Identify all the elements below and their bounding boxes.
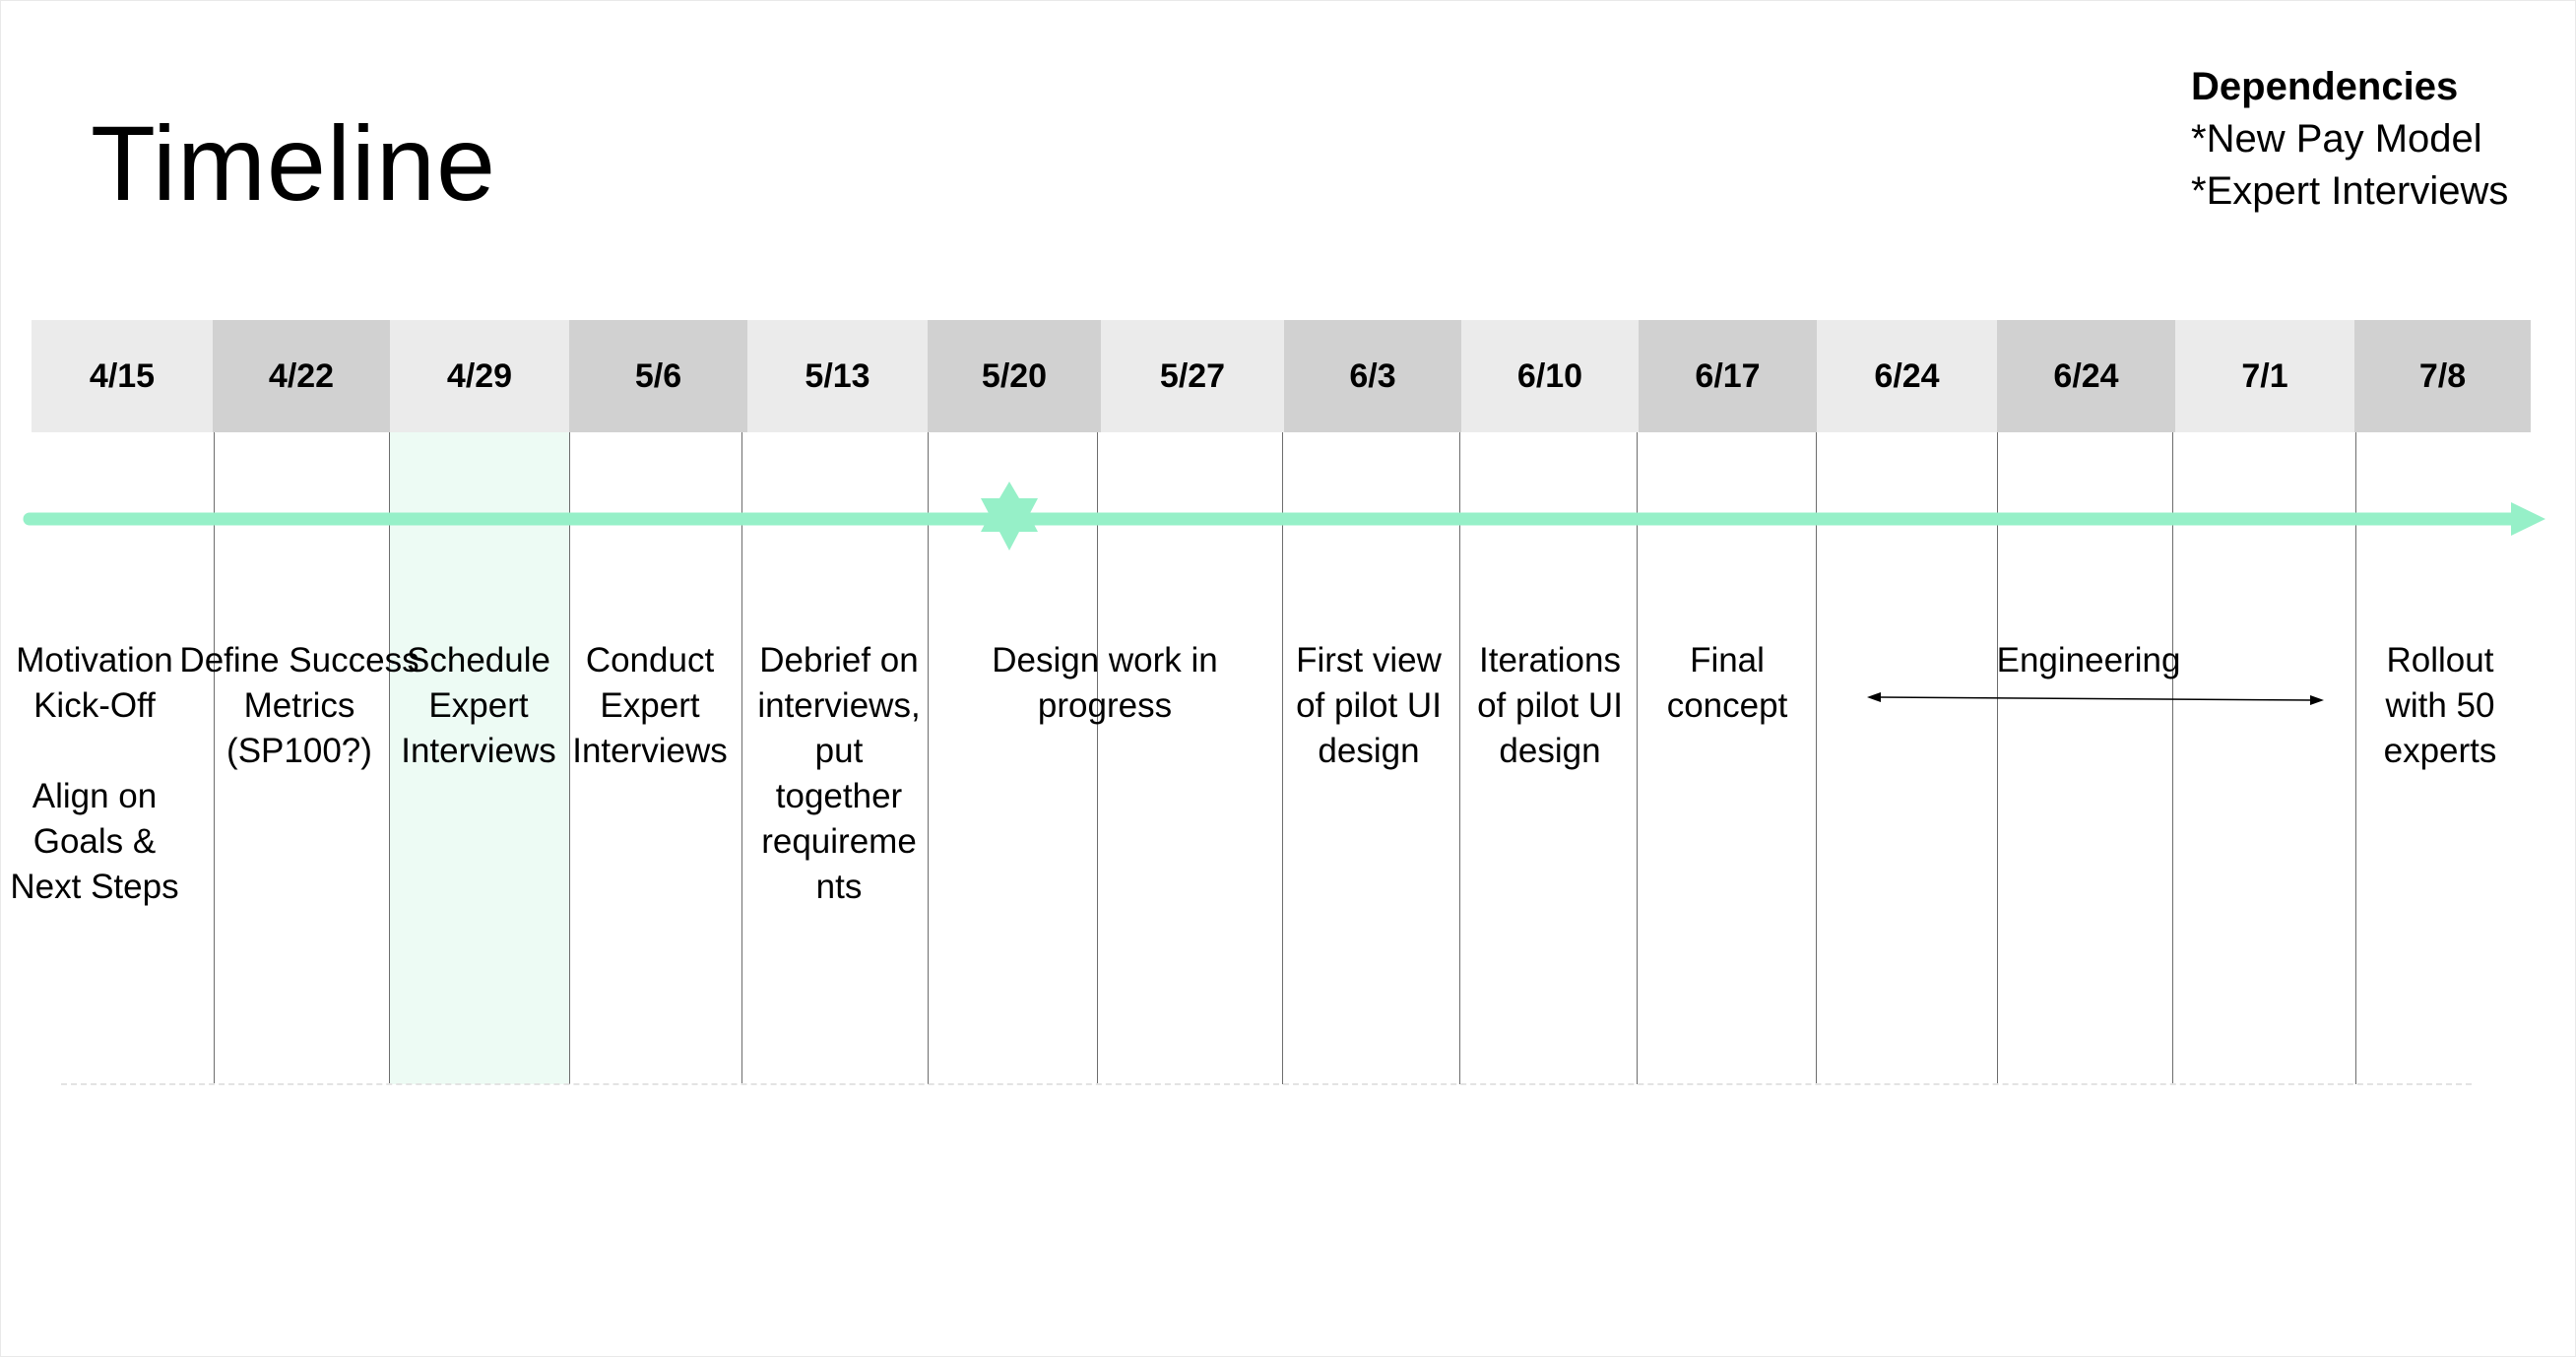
task-line: Next Steps xyxy=(10,868,179,906)
engineering-span-line xyxy=(1878,696,2313,701)
week-divider xyxy=(1282,432,1283,1084)
task-success-metrics: Define Success Metrics (SP100?) xyxy=(179,638,419,774)
week-divider xyxy=(741,432,742,1084)
timeline-baseline xyxy=(61,1083,2472,1085)
task-line: Interviews xyxy=(401,732,556,770)
task-line: First view xyxy=(1296,641,1442,679)
week-cell: 4/15 xyxy=(32,320,213,432)
task-line: (SP100?) xyxy=(226,732,372,770)
task-line: Iterations xyxy=(1479,641,1621,679)
dependencies-box: Dependencies *New Pay Model *Expert Inte… xyxy=(2191,61,2508,218)
dependency-item: *Expert Interviews xyxy=(2191,169,2509,213)
week-cell: 6/24 xyxy=(1817,320,1997,432)
week-divider xyxy=(1997,432,1998,1084)
task-line: Debrief on xyxy=(759,641,919,679)
task-line: design xyxy=(1499,732,1601,770)
arrow-left-icon xyxy=(1867,692,1881,702)
task-conduct-interviews: Conduct Expert Interviews xyxy=(572,638,728,774)
task-rollout: Rollout with 50 experts xyxy=(2384,638,2497,774)
task-line: of pilot UI xyxy=(1477,686,1623,725)
task-line: concept xyxy=(1666,686,1788,725)
task-design-work: Design work in progress xyxy=(992,638,1218,729)
task-debrief: Debrief on interviews, put together requ… xyxy=(757,638,920,910)
week-cell: 6/17 xyxy=(1639,320,1817,432)
week-divider xyxy=(1097,432,1098,1084)
task-line: experts xyxy=(2383,732,2497,770)
task-line: Engineering xyxy=(1996,641,2181,679)
star-icon xyxy=(981,482,1038,550)
task-line: Motivation xyxy=(16,641,173,679)
task-line: together xyxy=(775,777,903,815)
week-divider xyxy=(214,432,215,1084)
task-line: Expert xyxy=(600,686,700,725)
week-divider xyxy=(928,432,929,1084)
page-title: Timeline xyxy=(91,103,497,223)
task-line: Design work in xyxy=(992,641,1218,679)
task-line: Metrics xyxy=(243,686,355,725)
week-divider xyxy=(1459,432,1460,1084)
task-line: Rollout xyxy=(2386,641,2494,679)
task-line: design xyxy=(1318,732,1420,770)
week-cell: 7/1 xyxy=(2175,320,2354,432)
task-line: Conduct xyxy=(585,641,715,679)
dependency-item: *New Pay Model xyxy=(2191,117,2482,161)
week-cell: 4/29 xyxy=(390,320,569,432)
week-cell: 5/6 xyxy=(569,320,747,432)
task-schedule-interviews: Schedule Expert Interviews xyxy=(401,638,556,774)
timeline-arrow-head xyxy=(2511,502,2545,536)
task-line: Interviews xyxy=(572,732,728,770)
highlighted-week-column xyxy=(389,432,569,1084)
task-line: interviews, xyxy=(757,686,921,725)
dependencies-heading: Dependencies xyxy=(2191,65,2459,108)
task-first-view: First view of pilot UI design xyxy=(1296,638,1442,774)
task-line: Kick-Off xyxy=(33,686,156,725)
task-line: Expert xyxy=(428,686,529,725)
week-divider xyxy=(2355,432,2356,1084)
task-motivation: Motivation Kick-Off Align on Goals & Nex… xyxy=(10,638,178,910)
task-line: of pilot UI xyxy=(1296,686,1442,725)
task-line: requireme xyxy=(761,822,917,861)
week-cell: 6/24 xyxy=(1997,320,2175,432)
task-line: nts xyxy=(815,868,863,906)
task-line: with 50 xyxy=(2385,686,2495,725)
week-header-row: 4/15 4/22 4/29 5/6 5/13 5/20 5/27 6/3 6/… xyxy=(32,320,2531,432)
week-cell: 5/20 xyxy=(928,320,1101,432)
task-line: Define Success xyxy=(179,641,419,679)
task-iterations: Iterations of pilot UI design xyxy=(1477,638,1623,774)
week-divider xyxy=(2172,432,2173,1084)
week-cell: 7/8 xyxy=(2354,320,2531,432)
task-line: Final xyxy=(1690,641,1765,679)
week-divider xyxy=(389,432,390,1084)
arrow-right-icon xyxy=(2310,695,2324,705)
task-line: Schedule xyxy=(407,641,550,679)
week-cell: 4/22 xyxy=(213,320,390,432)
week-divider xyxy=(1816,432,1817,1084)
week-cell: 6/3 xyxy=(1284,320,1461,432)
week-divider xyxy=(1637,432,1638,1084)
task-final-concept: Final concept xyxy=(1667,638,1788,729)
task-line: progress xyxy=(1037,686,1173,725)
task-line: Align on xyxy=(32,777,158,815)
week-cell: 5/13 xyxy=(747,320,928,432)
week-divider xyxy=(569,432,570,1084)
task-line xyxy=(10,729,178,774)
task-engineering: Engineering xyxy=(1997,638,2181,683)
week-cell: 6/10 xyxy=(1461,320,1639,432)
task-line: put xyxy=(814,732,864,770)
task-line: Goals & xyxy=(32,822,157,861)
week-cell: 5/27 xyxy=(1101,320,1284,432)
